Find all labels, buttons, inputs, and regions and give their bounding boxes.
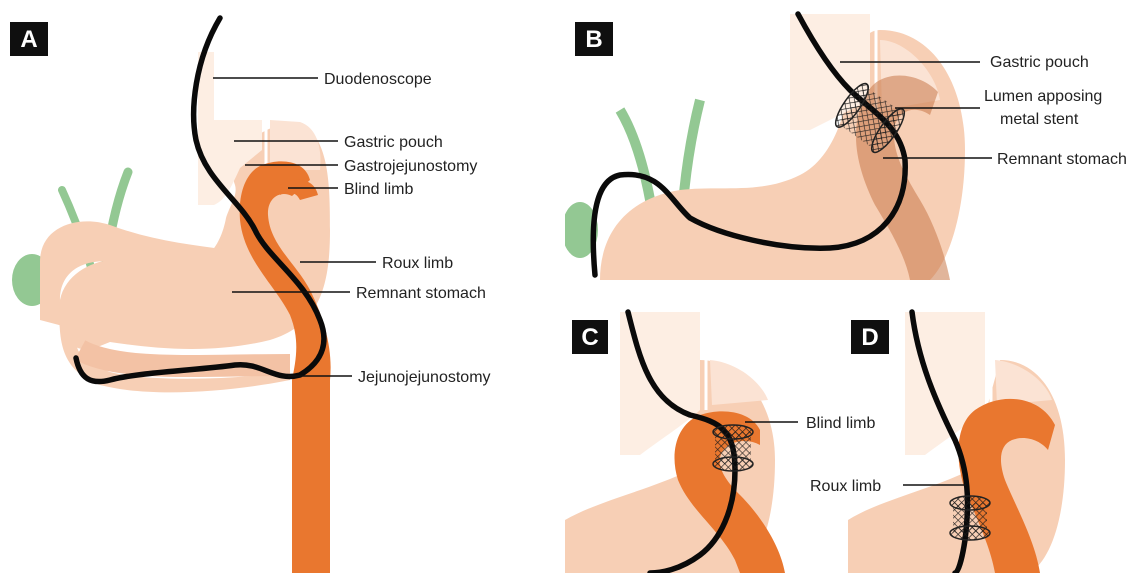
panel-d-letter: D: [861, 324, 878, 351]
label-gastrojejunostomy: Gastrojejunostomy: [344, 158, 477, 175]
label-duodenoscope: Duodenoscope: [324, 71, 432, 88]
panel-a-labels: Duodenoscope Gastric pouch Gastrojejunos…: [324, 71, 491, 386]
label-b-gastric-pouch: Gastric pouch: [990, 54, 1089, 71]
panel-a-letter-box: A: [10, 22, 48, 56]
panel-c-letter: C: [581, 324, 598, 351]
panel-a-bowel: [80, 350, 290, 366]
label-blind-limb: Blind limb: [344, 181, 413, 198]
label-b-remnant-stomach: Remnant stomach: [997, 151, 1127, 168]
label-c-blind-limb: Blind limb: [806, 415, 875, 432]
label-d-roux-limb: Roux limb: [810, 478, 881, 495]
label-remnant-stomach: Remnant stomach: [356, 285, 486, 302]
panel-b-labels: Gastric pouch Lumen apposing metal stent…: [984, 54, 1127, 168]
panel-a-letter: A: [20, 26, 37, 53]
panel-d: Roux limb D: [810, 312, 1065, 573]
panel-b-letter-box: B: [575, 22, 613, 56]
panel-d-letter-box: D: [851, 320, 889, 354]
panel-d-stent-icon: [950, 496, 990, 540]
panel-b-letter: B: [585, 26, 602, 53]
label-b-lams-line1: Lumen apposing: [984, 88, 1102, 105]
panel-c-letter-box: C: [572, 320, 608, 354]
label-jejunojejunostomy: Jejunojejunostomy: [358, 369, 491, 386]
panel-c: Blind limb C: [565, 312, 875, 573]
panel-a: Duodenoscope Gastric pouch Gastrojejunos…: [10, 18, 491, 573]
panel-b: Gastric pouch Lumen apposing metal stent…: [562, 14, 1127, 280]
label-b-lams-line2: metal stent: [1000, 111, 1079, 128]
label-roux-limb: Roux limb: [382, 255, 453, 272]
panel-c-stent-icon: [713, 425, 753, 471]
label-gastric-pouch: Gastric pouch: [344, 134, 443, 151]
